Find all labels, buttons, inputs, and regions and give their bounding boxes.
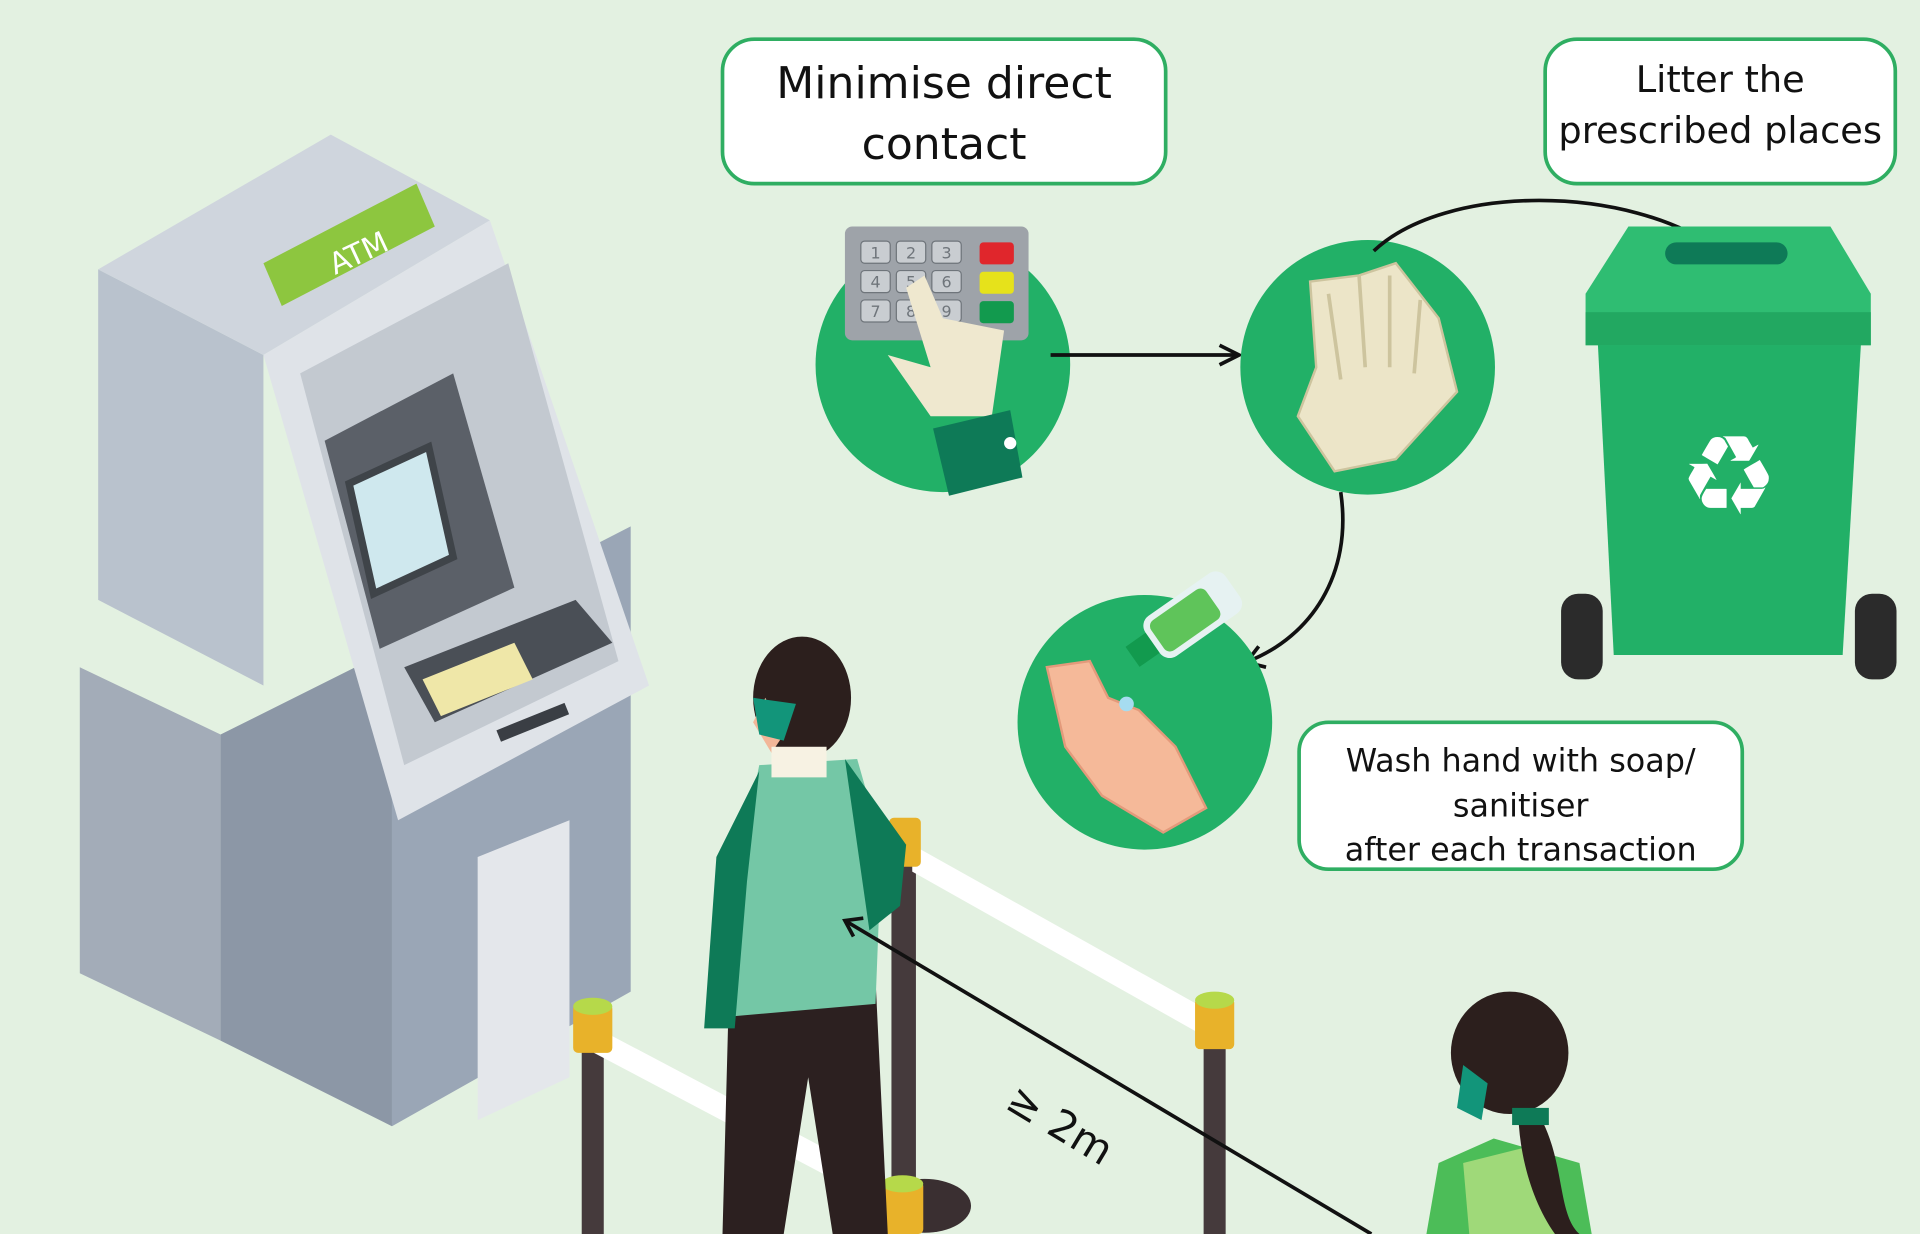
callout-litter: Litter the prescribed places <box>1543 37 1898 186</box>
gloves-icon <box>1240 239 1495 495</box>
keypad-key <box>931 240 962 264</box>
keypad-key <box>860 299 891 323</box>
callout-text-line: Litter the <box>1636 58 1805 101</box>
keypad-key <box>860 240 891 264</box>
keypad-key-label: 4 <box>870 273 880 292</box>
keypad-key-label: 2 <box>906 243 916 262</box>
keypad-key <box>895 240 927 264</box>
keypad-key-label: 7 <box>870 302 880 321</box>
recycle-icon: ♻ <box>1679 412 1778 540</box>
callout-text-line: Minimise direct <box>776 58 1112 109</box>
callout-wash-hands: Wash hand with soap/ sanitiser after eac… <box>1297 720 1745 872</box>
callout-text-line: after each transaction <box>1345 831 1697 869</box>
callout-text-line: sanitiser <box>1453 787 1590 825</box>
atm-machine-illustration: ATM <box>79 134 650 1127</box>
arrow-to-wash-icon <box>1248 491 1345 663</box>
keypad-key-label: 8 <box>906 302 916 321</box>
keypad-key-label: 5 <box>906 273 916 292</box>
callout-text-line: Wash hand with soap/ <box>1346 741 1696 779</box>
keypad-key-label: 3 <box>941 243 951 262</box>
keypad-key-label: 9 <box>941 302 951 321</box>
recycle-bin-illustration: ♻ <box>1561 226 1897 680</box>
keypad-touch-icon: 1 2 3 4 5 6 7 8 9 <box>815 226 1071 496</box>
person-in-queue-back <box>1426 991 1592 1234</box>
sanitiser-hand-icon <box>1017 571 1273 850</box>
person-in-queue-front <box>704 636 907 1234</box>
keypad-key-label: 6 <box>941 273 951 292</box>
keypad-key <box>931 269 962 294</box>
keypad-key <box>860 269 891 294</box>
callout-minimise-direct-contact: Minimise direct contact <box>720 37 1168 186</box>
callout-text-line: prescribed places <box>1558 109 1882 152</box>
callout-text-line: contact <box>862 119 1027 170</box>
keypad-key-label: 1 <box>870 243 880 262</box>
